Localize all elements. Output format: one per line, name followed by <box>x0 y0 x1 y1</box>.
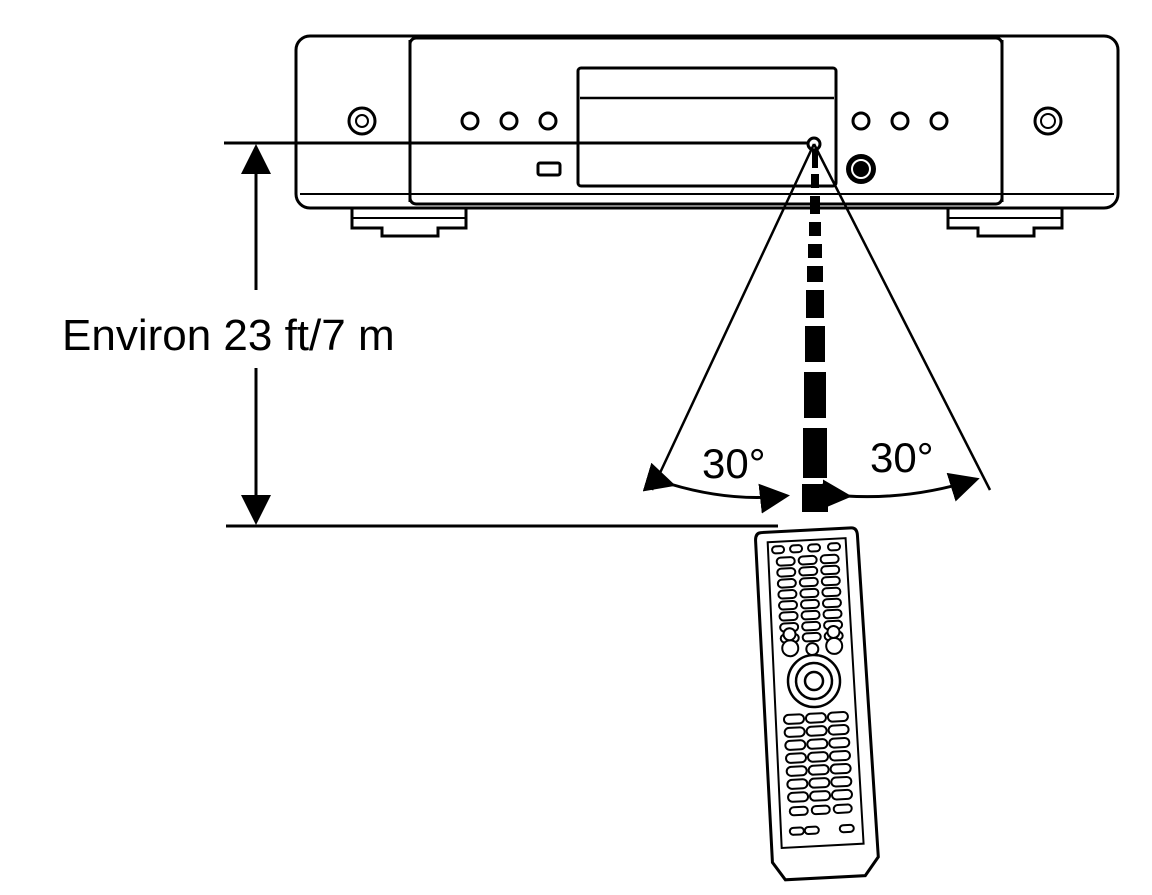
remote-button <box>806 738 829 750</box>
remote-button <box>799 598 820 610</box>
remote-button <box>807 764 830 776</box>
remote-button <box>797 554 818 566</box>
angle-arcs <box>642 462 980 514</box>
player-feet <box>350 206 1064 238</box>
remote-button <box>805 642 820 657</box>
remote-button <box>777 589 798 600</box>
remote-button <box>787 791 810 803</box>
remote-button <box>819 553 840 565</box>
remote-button <box>830 775 853 788</box>
remote-button <box>798 576 819 588</box>
remote-button <box>838 823 855 834</box>
volume-knob-icon <box>846 154 876 184</box>
left-buttons <box>460 111 558 131</box>
remote-button-grid <box>771 542 855 836</box>
remote-button <box>822 608 843 620</box>
remote-button <box>821 597 842 609</box>
remote-button <box>782 713 805 725</box>
remote-button <box>827 724 850 736</box>
remote-button <box>821 586 842 598</box>
remote-button <box>809 790 832 802</box>
remote-button <box>778 600 798 611</box>
remote-button <box>782 627 797 642</box>
usb-port-icon <box>536 161 562 177</box>
remote-button <box>806 751 829 763</box>
remote-button <box>820 575 841 587</box>
remote-button <box>785 752 808 764</box>
remote-button <box>801 631 822 643</box>
remote-button <box>807 543 822 553</box>
power-button-icon <box>347 106 377 136</box>
remote-button <box>781 639 800 658</box>
remote-dpad-icon <box>786 653 842 709</box>
remote-button <box>800 609 821 621</box>
remote-button <box>786 778 809 790</box>
remote-button <box>826 624 841 639</box>
right-buttons <box>851 111 949 131</box>
remote-button <box>831 788 853 801</box>
remote-button <box>771 545 786 555</box>
remote-button <box>810 804 831 816</box>
remote-button <box>783 726 806 738</box>
remote-button <box>785 765 808 777</box>
player-unit <box>294 34 1120 210</box>
remote-button <box>799 587 820 599</box>
remote-button <box>805 725 828 737</box>
remote-button <box>832 803 853 814</box>
remote-button <box>789 544 804 554</box>
remote-button <box>788 826 805 836</box>
remote-button <box>775 556 796 567</box>
angle-left-label: 30° <box>702 440 766 487</box>
remote-button <box>776 567 797 578</box>
remote-button <box>825 636 844 655</box>
remote-button <box>820 564 841 576</box>
remote-button <box>798 565 819 577</box>
remote-button <box>801 620 822 632</box>
remote-button <box>776 578 797 589</box>
remote-button <box>803 825 820 836</box>
angle-right-label: 30° <box>870 434 934 481</box>
distance-label: Environ 23 ft/7 m <box>62 311 395 360</box>
remote-button <box>828 737 851 749</box>
remote-button <box>778 611 799 622</box>
signal-cone <box>650 143 992 491</box>
remote-button <box>829 762 852 775</box>
remote-button <box>828 749 851 762</box>
remote-button <box>788 805 809 817</box>
remote-button <box>827 542 842 552</box>
distance-indicator <box>224 141 808 528</box>
remote-button <box>826 711 849 723</box>
remote-button <box>784 739 807 751</box>
remote-button <box>808 777 831 789</box>
headphone-jack-icon <box>1033 106 1063 136</box>
remote-button <box>804 712 827 724</box>
remote-control <box>754 526 880 882</box>
